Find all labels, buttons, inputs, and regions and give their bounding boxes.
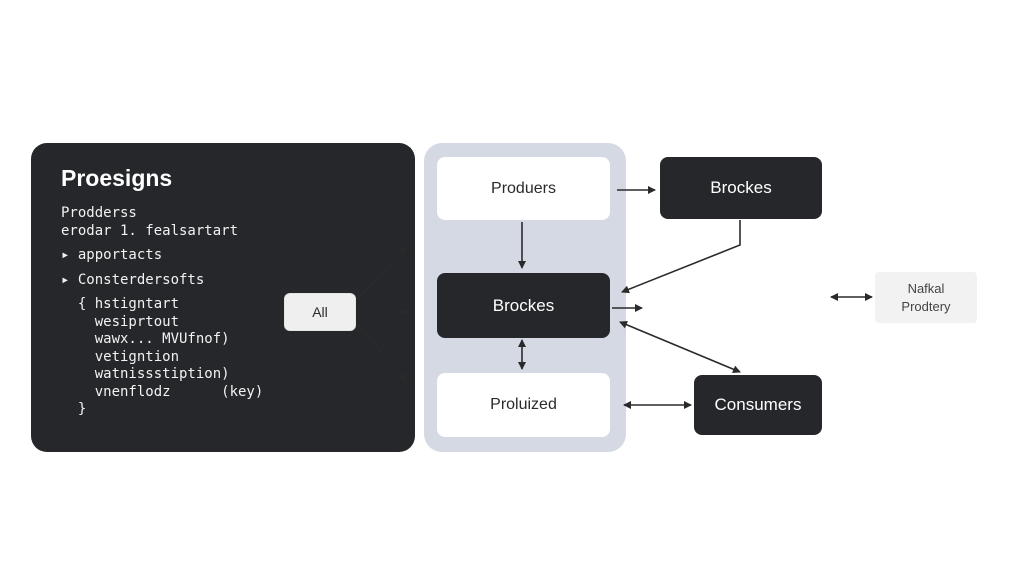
producers-node[interactable]: Produers (437, 157, 610, 220)
arrow-brockes-right-to-center (621, 220, 741, 294)
code-line: vetigntion (61, 348, 180, 365)
code-line: ▸ apportacts (61, 247, 163, 263)
brockes-center-node-label: Brockes (492, 295, 555, 315)
arrow-brockes-consumers (619, 321, 741, 373)
code-panel: Proesigns Prodderss erodar 1. fealsartar… (31, 143, 415, 452)
brockes-right-node-label: Brockes (710, 178, 772, 197)
all-node-label: All (312, 304, 328, 320)
code-line: vnenflodz (key) (61, 383, 264, 400)
consumers-node[interactable]: Consumers (694, 375, 822, 435)
code-panel-title: Proesigns (61, 165, 173, 191)
code-line: Prodderss (61, 205, 137, 221)
code-line: ▸ Consterdersofts (61, 271, 205, 288)
all-node[interactable]: All (284, 293, 356, 331)
code-line: wesiprtout (61, 313, 180, 330)
code-lines: Prodderss erodar 1. fealsartart ▸ apport… (61, 205, 263, 419)
code-line: { hstigntart (61, 296, 180, 312)
proluized-node[interactable]: Proluized (437, 373, 610, 437)
nafkal-node-line2: Prodtery (901, 298, 951, 314)
code-line: wawx... MVUfnof) (61, 331, 230, 347)
consumers-node-label: Consumers (714, 395, 802, 414)
code-line: } (61, 401, 87, 417)
code-line: erodar 1. fealsartart (61, 222, 239, 239)
brockes-right-node[interactable]: Brockes (660, 157, 822, 219)
proluized-node-label: Proluized (490, 396, 557, 413)
code-line: watnissstiption) (61, 366, 230, 382)
nafkal-node[interactable]: Nafkal Prodtery (875, 272, 977, 323)
nafkal-node-line1: Nafkal (907, 280, 945, 296)
producers-node-label: Produers (491, 179, 556, 197)
brockes-center-node[interactable]: Brockes (437, 273, 610, 338)
